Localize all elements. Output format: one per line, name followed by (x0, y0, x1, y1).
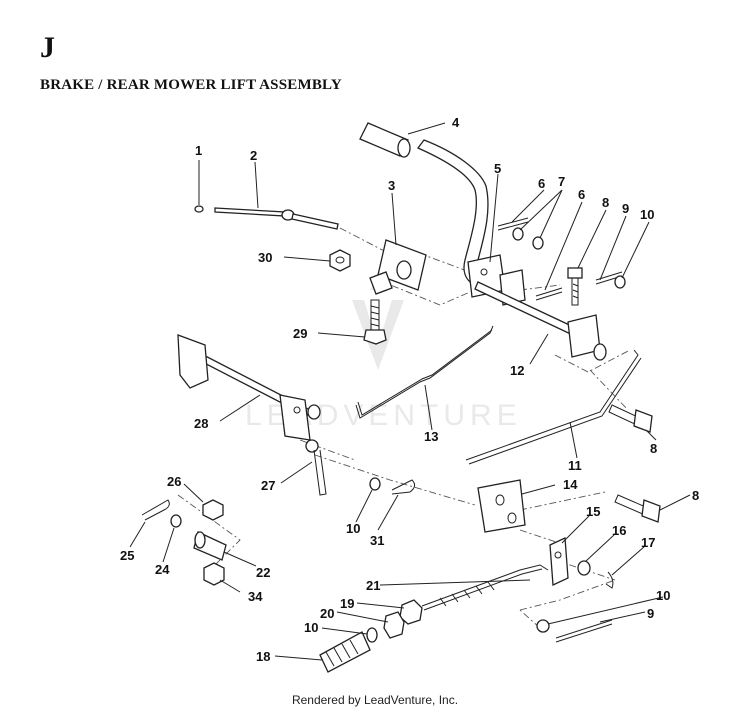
cross-shaft (474, 281, 607, 361)
callout-label: 16 (612, 523, 626, 538)
bolt-8-mid (608, 404, 653, 433)
lift-link-11 (465, 349, 642, 465)
callout-label: 10 (640, 207, 654, 222)
callout-label: 12 (510, 363, 524, 378)
upper-pins-washers (497, 217, 563, 301)
callout-label: 8 (650, 441, 657, 456)
callout-label: 28 (194, 416, 208, 431)
callout-label: 24 (155, 562, 170, 577)
lower-washer-pin (536, 619, 613, 643)
callout-label: 4 (452, 115, 460, 130)
section-letter: J (40, 31, 55, 64)
callout-label: 31 (370, 533, 384, 548)
callout-label: 10 (304, 620, 318, 635)
page-title: BRAKE / REAR MOWER LIFT ASSEMBLY (40, 77, 342, 93)
brake-rod-21 (421, 564, 549, 611)
callout-label: 18 (256, 649, 270, 664)
upper-bolt-pin-washer (567, 267, 626, 306)
callout-label: 7 (558, 174, 565, 189)
footer-credit: Rendered by LeadVenture, Inc. (291, 693, 459, 707)
callout-label: 2 (250, 148, 257, 163)
callout-label: 20 (320, 606, 334, 621)
callout-label: 10 (346, 521, 360, 536)
brake-rod (194, 205, 339, 230)
washer-pin-31 (369, 477, 416, 495)
spring-nut-group (319, 599, 423, 673)
callout-label: 3 (388, 178, 395, 193)
callout-label: 8 (602, 195, 609, 210)
callout-label: 9 (647, 606, 654, 621)
callout-label: 19 (340, 596, 354, 611)
callout-label: 15 (586, 504, 600, 519)
bracket-14 (477, 479, 526, 533)
callout-label: 34 (248, 589, 263, 604)
callout-label: 25 (120, 548, 134, 563)
bolt-29 (363, 299, 387, 345)
callout-label: 21 (366, 578, 380, 593)
rock-shaft (177, 334, 321, 441)
callout-label: 6 (578, 187, 585, 202)
bolt-8-lower (614, 494, 661, 523)
eye-bolt-27 (305, 439, 327, 496)
callout-label: 17 (641, 535, 655, 550)
bracket-15-washer-clip (549, 537, 614, 589)
hex-nut-30 (329, 249, 351, 272)
callout-label: 29 (293, 326, 307, 341)
callout-label: 6 (538, 176, 545, 191)
callout-label: 5 (494, 161, 501, 176)
callout-label: 9 (622, 201, 629, 216)
callout-label: 8 (692, 488, 699, 503)
callouts: 1 2 3 4 5 6 7 6 8 9 10 30 29 12 28 13 11… (120, 115, 699, 664)
trunnion-group (141, 499, 227, 586)
lift-link-13 (355, 325, 494, 419)
callout-label: 27 (261, 478, 275, 493)
rod-bracket (369, 239, 427, 295)
callout-label: 30 (258, 250, 272, 265)
callout-label: 1 (195, 143, 202, 158)
callout-label: 14 (563, 477, 578, 492)
callout-label: 11 (568, 458, 582, 473)
callout-label: 13 (424, 429, 438, 444)
callout-label: 22 (256, 565, 270, 580)
callout-label: 26 (167, 474, 181, 489)
callout-label: 10 (656, 588, 670, 603)
